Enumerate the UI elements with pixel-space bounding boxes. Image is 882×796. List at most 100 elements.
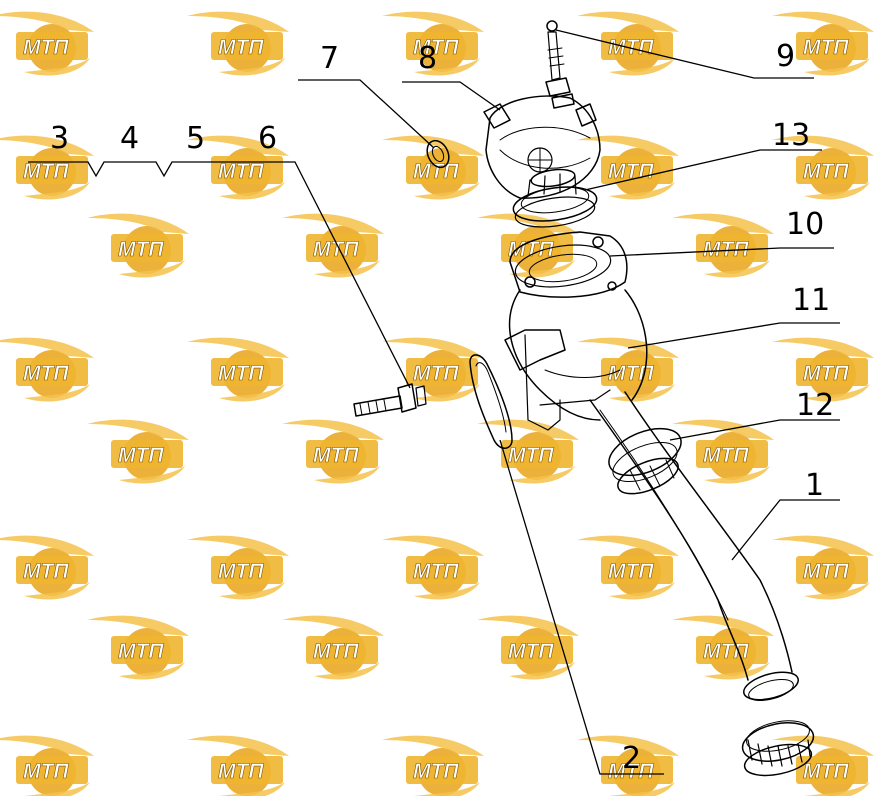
callout-1: 1 — [805, 468, 824, 503]
watermark-text: МТП — [703, 640, 749, 663]
watermark-text: МТП — [803, 36, 849, 59]
watermark-logo: МТП — [772, 11, 874, 76]
watermark-logo: МТП — [282, 615, 384, 680]
callout-labels: 1 2 3 4 5 6 7 8 9 13 10 11 12 — [50, 39, 834, 776]
watermark-logo: МТП — [0, 337, 94, 402]
watermark-text: МТП — [118, 238, 164, 261]
watermark-text: МТП — [313, 238, 359, 261]
watermark-logo: МТП — [282, 419, 384, 484]
watermark-text: МТП — [23, 760, 69, 783]
part-hose-clamp-bottom — [741, 720, 815, 777]
watermark-text: МТП — [508, 444, 554, 467]
callout-7: 7 — [320, 41, 339, 76]
watermark-logo: МТП — [187, 735, 289, 796]
watermark-text: МТП — [218, 760, 264, 783]
watermark-text: МТП — [23, 36, 69, 59]
callout-5: 5 — [186, 121, 205, 156]
part-8-housing-cover — [483, 95, 601, 199]
watermark-text: МТП — [508, 640, 554, 663]
watermark-text: МТП — [23, 362, 69, 385]
watermark-logo: МТП — [187, 337, 289, 402]
callout-12: 12 — [796, 388, 834, 423]
watermark-logo: МТП — [577, 135, 679, 200]
watermark-logo: МТП — [672, 615, 774, 680]
callout-2: 2 — [622, 741, 641, 776]
part-1-tube — [589, 391, 799, 702]
callout-4: 4 — [120, 121, 139, 156]
watermark-text: МТП — [508, 238, 554, 261]
watermark-logo: МТП — [382, 337, 484, 402]
watermark-logo: МТП — [672, 213, 774, 278]
watermark-text: МТП — [118, 444, 164, 467]
watermark-text: МТП — [413, 362, 459, 385]
watermark-text: МТП — [413, 560, 459, 583]
leader-lines — [28, 29, 840, 775]
watermark-logo: МТП — [672, 419, 774, 484]
watermark-logo: МТП — [382, 535, 484, 600]
callout-11: 11 — [792, 283, 830, 318]
watermark-text: МТП — [608, 362, 654, 385]
part-12-hose-clamp — [608, 427, 682, 495]
watermark-text: МТП — [218, 160, 264, 183]
watermark-logo: МТП — [577, 337, 679, 402]
watermark-text: МТП — [218, 362, 264, 385]
part-13-gasket — [512, 168, 598, 228]
watermark-text: МТП — [703, 238, 749, 261]
part-7-ring — [426, 139, 450, 169]
watermark-text: МТП — [803, 760, 849, 783]
watermark-logo: МТП — [382, 11, 484, 76]
watermark-logo: МТП — [772, 535, 874, 600]
watermark-logo: МТП — [577, 535, 679, 600]
watermark-text: МТП — [703, 444, 749, 467]
watermark-logo: МТП — [382, 135, 484, 200]
watermark-text: МТП — [413, 160, 459, 183]
part-10-flange — [509, 231, 628, 298]
watermark-text: МТП — [608, 560, 654, 583]
watermark-layer: МТП МТП МТП МТП МТП МТП МТП МТП МТП МТП МТП МТП МТП М… — [0, 11, 874, 796]
watermark-logo: МТП — [187, 535, 289, 600]
watermark-text: МТП — [608, 760, 654, 783]
part-9-bolt — [545, 20, 575, 109]
watermark-logo: МТП — [382, 735, 484, 796]
watermark-text: МТП — [218, 560, 264, 583]
callout-6: 6 — [258, 121, 277, 156]
watermark-text: МТП — [803, 362, 849, 385]
watermark-logo: МТП — [772, 735, 874, 796]
watermark-logo: МТП — [577, 735, 679, 796]
part-2-o-ring — [469, 354, 513, 449]
watermark-logo: МТП — [772, 135, 874, 200]
callout-13: 13 — [772, 118, 810, 153]
watermark-logo: МТП — [0, 135, 94, 200]
watermark-text: МТП — [608, 36, 654, 59]
watermark-logo: МТП — [87, 615, 189, 680]
watermark-logo: МТП — [477, 419, 579, 484]
watermark-text: МТП — [313, 640, 359, 663]
watermark-text: МТП — [118, 640, 164, 663]
watermark-text: МТП — [218, 36, 264, 59]
callout-3: 3 — [50, 121, 69, 156]
callout-9: 9 — [776, 39, 795, 74]
watermark-text: МТП — [413, 760, 459, 783]
watermark-logo: МТП — [477, 615, 579, 680]
callout-8: 8 — [418, 41, 437, 76]
part-3-6-stud-assembly — [353, 383, 427, 417]
watermark-logo: МТП — [282, 213, 384, 278]
watermark-text: МТП — [803, 160, 849, 183]
watermark-logo: МТП — [187, 135, 289, 200]
watermark-logo: МТП — [87, 419, 189, 484]
watermark-logo: МТП — [87, 213, 189, 278]
callout-10: 10 — [786, 207, 824, 242]
watermark-text: МТП — [313, 444, 359, 467]
watermark-logo: МТП — [0, 11, 94, 76]
watermark-logo: МТП — [477, 213, 579, 278]
watermark-logo: МТП — [0, 535, 94, 600]
watermark-text: МТП — [803, 560, 849, 583]
watermark-text: МТП — [23, 560, 69, 583]
watermark-text: МТП — [413, 36, 459, 59]
watermark-logo: МТП — [187, 11, 289, 76]
watermark-logo: МТП — [0, 735, 94, 796]
watermark-text: МТП — [23, 160, 69, 183]
watermark-logo: МТП — [772, 337, 874, 402]
